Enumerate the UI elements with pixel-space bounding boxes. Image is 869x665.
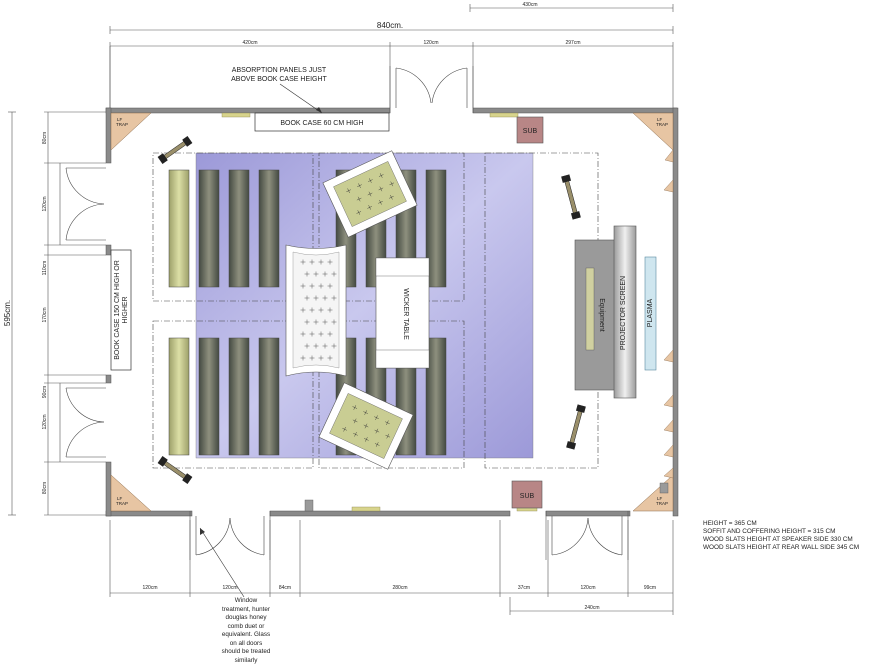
tuft-mark (386, 420, 389, 426)
absorption-label-2: ABOVE BOOK CASE HEIGHT (231, 76, 327, 83)
sub-label-top: SUB (523, 128, 538, 135)
window-note: Window treatment, hunter douglas honey c… (221, 597, 271, 664)
lf-trap-labels: LF TRAP LF TRAP LF TRAP LF TRAP (116, 117, 668, 506)
tuft-mark (390, 181, 393, 187)
dim-left-seg-6: 120cm (42, 414, 48, 429)
note-height: HEIGHT = 365 CM (703, 520, 757, 527)
svg-text:TRAP: TRAP (116, 122, 128, 127)
absorption-callout: ABSORPTION PANELS JUST ABOVE BOOK CASE H… (231, 67, 328, 114)
tuft-mark (357, 210, 360, 215)
tuft-mark (368, 205, 371, 210)
subwoofer-top: SUB (516, 116, 544, 144)
bookcase-left: BOOK CASE 150 CM HIGH OR HIGHER (110, 249, 132, 371)
wicker-table-label: WICKER TABLE (402, 288, 409, 340)
projector-screen: PROJECTOR SCREEN (613, 225, 637, 399)
bookcase-left-label-2: HIGHER (122, 296, 129, 323)
tuft-mark (376, 442, 379, 447)
tufted-ottoman (285, 244, 347, 377)
plasma: PLASMA (644, 256, 657, 371)
svg-text:LF: LF (657, 117, 663, 122)
dim-bottom-seg-4: 280cm (392, 585, 407, 591)
svg-text:TRAP: TRAP (116, 501, 128, 506)
plasma-label: PLASMA (647, 298, 654, 327)
dim-bottom-right-span: 240cm (584, 605, 599, 611)
tuft-mark (380, 173, 383, 178)
dim-left-seg-7: 80cm (42, 482, 48, 494)
dim-bottom-seg-7: 99cm (644, 585, 656, 591)
dim-overall-width: 840cm. (377, 21, 403, 30)
sub-label-bottom: SUB (520, 493, 535, 500)
tuft-mark (390, 194, 393, 200)
pouf-top (322, 150, 418, 238)
tuft-mark (379, 186, 383, 192)
dim-bottom-seg-2: 120cm (222, 585, 237, 591)
dimension-labels: 430cm 840cm. 420cm 120cm 297cm 595cm. 80… (3, 2, 656, 611)
dim-top-seg-2: 120cm (423, 40, 438, 46)
doors (65, 67, 623, 556)
dim-overall-height: 595cm. (3, 300, 12, 326)
dim-top-seg-3: 297cm (565, 40, 580, 46)
wicker-table: WICKER TABLE (375, 257, 430, 369)
tuft-mark (369, 178, 372, 183)
tuft-mark (353, 418, 357, 424)
tuft-mark (343, 426, 346, 432)
tuft-mark (364, 410, 367, 415)
bookcase-top-label: BOOK CASE 60 CM HIGH (280, 120, 363, 127)
bookcase-left-label-1: BOOK CASE 150 CM HIGH OR (114, 260, 121, 360)
tuft-mark (358, 183, 361, 189)
tuft-mark (354, 431, 357, 437)
window-note-arrow (199, 527, 245, 598)
tuft-mark (368, 191, 372, 197)
note-slats-rear: WOOD SLATS HEIGHT AT REAR WALL SIDE 345 … (703, 544, 860, 551)
height-notes: HEIGHT = 365 CM SOFFIT AND COFFERING HEI… (703, 520, 859, 552)
absorption-label-1: ABSORPTION PANELS JUST (232, 67, 327, 74)
speakers (157, 136, 586, 484)
tuft-mark (375, 428, 379, 434)
dim-left-seg-5: 90cm (42, 386, 48, 398)
door-jambs (59, 66, 629, 560)
subwoofer-bottom: SUB (511, 480, 543, 509)
dim-top-seg-1: 420cm (242, 40, 257, 46)
tuft-mark (365, 437, 368, 442)
dim-left-seg-1: 80cm (42, 132, 48, 144)
tuft-mark (357, 196, 361, 202)
tuft-mark (375, 415, 378, 421)
tuft-mark (386, 433, 389, 439)
equipment-label: Equipment (598, 298, 605, 332)
equipment-rack: Equipment (574, 239, 616, 391)
svg-text:LF: LF (117, 496, 123, 501)
svg-text:TRAP: TRAP (656, 501, 668, 506)
dim-top-right: 430cm (522, 2, 537, 8)
svg-text:LF: LF (657, 496, 663, 501)
tuft-mark (353, 405, 356, 410)
svg-text:TRAP: TRAP (656, 122, 668, 127)
dim-bottom-seg-5: 37cm (518, 585, 530, 591)
dim-bottom-seg-1: 120cm (142, 585, 157, 591)
pouf-bottom (318, 382, 414, 470)
wall-fixtures (304, 482, 669, 512)
projector-screen-label: PROJECTOR SCREEN (620, 276, 627, 350)
walls (105, 107, 679, 517)
dim-bottom-seg-6: 120cm (580, 585, 595, 591)
absorption-panels (221, 112, 538, 512)
svg-text:LF: LF (117, 117, 123, 122)
dim-left-seg-4: 170cm (42, 307, 48, 322)
note-soffit: SOFFIT AND COFFERING HEIGHT = 315 CM (703, 528, 836, 535)
dim-left-seg-2: 120cm (42, 196, 48, 211)
tuft-mark (347, 188, 350, 194)
note-slats-speaker: WOOD SLATS HEIGHT AT SPEAKER SIDE 330 CM (703, 536, 853, 543)
tuft-mark (364, 423, 368, 429)
wood-slats (663, 149, 674, 479)
dim-left-seg-3: 110cm (42, 261, 48, 276)
dim-bottom-seg-3: 84cm (279, 585, 291, 591)
bookcase-top: BOOK CASE 60 CM HIGH (254, 112, 390, 132)
tuft-mark (379, 199, 382, 205)
